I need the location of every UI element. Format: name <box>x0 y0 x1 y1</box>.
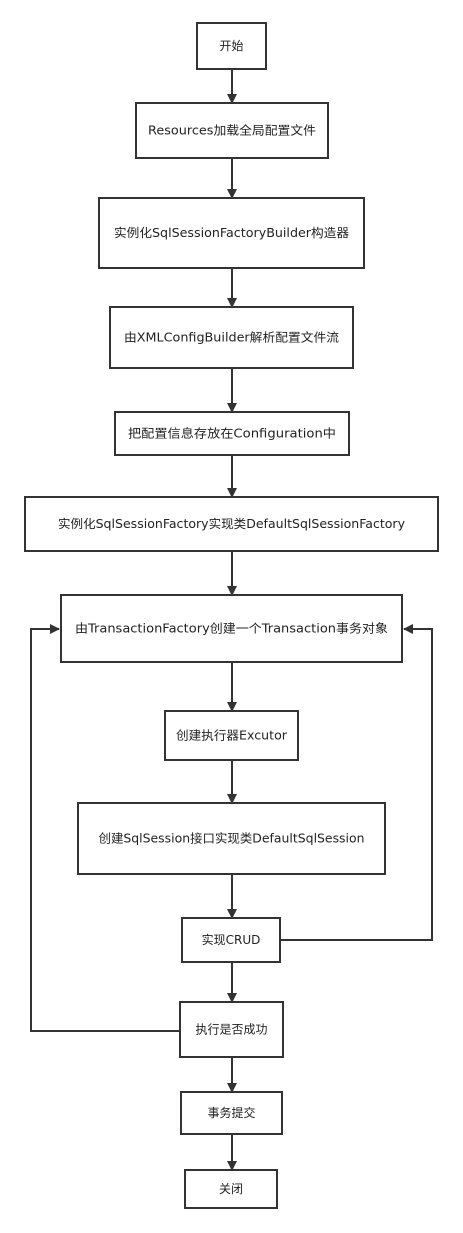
node-close-label: 关闭 <box>219 1182 243 1196</box>
node-builder-label: 实例化SqlSessionFactoryBuilder构造器 <box>114 225 349 240</box>
node-transaction-label: 由TransactionFactory创建一个Transaction事务对象 <box>75 621 388 636</box>
nodes: 开始 Resources加载全局配置文件 实例化SqlSessionFactor… <box>24 22 439 1209</box>
node-success-check-label: 执行是否成功 <box>195 1023 267 1037</box>
node-store-config-label: 把配置信息存放在Configuration中 <box>128 426 336 441</box>
node-executor: 创建执行器Excutor <box>164 710 299 761</box>
node-transaction: 由TransactionFactory创建一个Transaction事务对象 <box>60 594 403 663</box>
node-parse-xml-label: 由XMLConfigBuilder解析配置文件流 <box>124 330 339 345</box>
node-executor-label: 创建执行器Excutor <box>176 729 287 743</box>
node-commit: 事务提交 <box>180 1091 283 1135</box>
connectors <box>30 69 433 1171</box>
node-close: 关闭 <box>184 1169 278 1209</box>
node-store-config: 把配置信息存放在Configuration中 <box>114 411 350 456</box>
node-start-label: 开始 <box>219 39 243 53</box>
node-session: 创建SqlSession接口实现类DefaultSqlSession <box>77 802 386 875</box>
node-factory-label: 实例化SqlSessionFactory实现类DefaultSqlSession… <box>58 516 405 531</box>
loop-crud-to-transaction <box>280 624 433 941</box>
node-crud-label: 实现CRUD <box>202 932 261 947</box>
node-commit-label: 事务提交 <box>207 1105 255 1120</box>
node-load-config-label: Resources加载全局配置文件 <box>148 123 316 138</box>
node-start: 开始 <box>196 22 267 70</box>
node-parse-xml: 由XMLConfigBuilder解析配置文件流 <box>109 306 354 369</box>
node-factory: 实例化SqlSessionFactory实现类DefaultSqlSession… <box>24 496 439 552</box>
node-crud: 实现CRUD <box>181 917 281 963</box>
node-success-check: 执行是否成功 <box>179 1001 284 1058</box>
node-builder: 实例化SqlSessionFactoryBuilder构造器 <box>98 197 365 269</box>
loop-check-to-transaction <box>30 624 180 1032</box>
node-load-config: Resources加载全局配置文件 <box>135 102 329 159</box>
node-session-label: 创建SqlSession接口实现类DefaultSqlSession <box>99 831 365 846</box>
